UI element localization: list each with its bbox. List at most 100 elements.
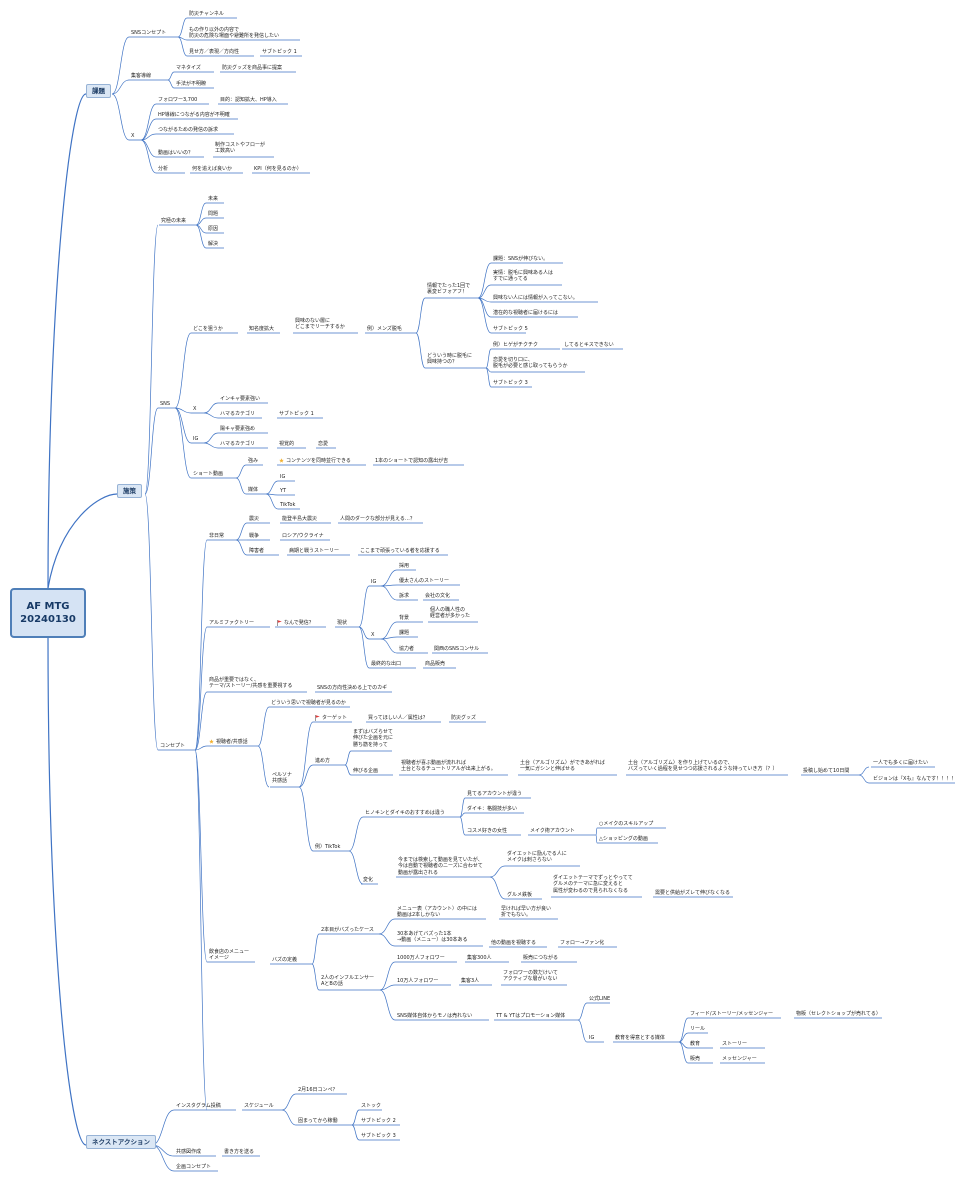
node[interactable]: ヒノキンとダイキのおすすめは違う	[365, 810, 445, 816]
node[interactable]: 媒体	[248, 487, 259, 493]
node[interactable]: 優太さんのストーリー	[399, 578, 450, 584]
node[interactable]: 恋愛を切り口に、脱毛が必要と感じ取ってもらうか	[493, 357, 568, 370]
node[interactable]: HP導線につながる内容が不明確	[158, 112, 230, 118]
node[interactable]: ショート動画	[193, 471, 224, 477]
node[interactable]: 共感図作成	[176, 1149, 202, 1155]
node[interactable]: どういう時に脱毛に興味持つの？	[427, 353, 473, 366]
node[interactable]: サブトピック 3	[361, 1133, 396, 1139]
node[interactable]: 動画はいいの？	[158, 150, 194, 156]
node[interactable]: 関西のSNSコンサル	[434, 646, 480, 652]
node[interactable]: メニュー表（アカウント）の中には動画は2本しかない	[397, 906, 478, 919]
node[interactable]: 今までは検索して動画を見ていたが、今は自動で視聴者のニーズに合わせて動画が露出さ…	[398, 857, 483, 876]
node[interactable]: もの作り以外の内容で防災の危険な場面や避難所を発信したい	[189, 27, 280, 40]
node[interactable]: 能登半島大震災	[282, 516, 318, 522]
node[interactable]: ダイエットに励んでる人にメイクは刺さらない	[507, 851, 567, 864]
node[interactable]: 協力者	[399, 646, 415, 652]
node[interactable]: 何を追えば良いか	[192, 166, 233, 172]
node[interactable]: TikTok	[280, 502, 296, 508]
node[interactable]: リール	[690, 1026, 706, 1032]
node[interactable]: どういう思いで視聴者が見るのか	[271, 700, 346, 706]
node[interactable]: コンセプト	[160, 743, 186, 749]
node[interactable]: 問題	[208, 211, 219, 217]
node[interactable]: フォロワーの数だけいてアクティブな層がいない	[503, 970, 558, 983]
node[interactable]: 一人でも多くに届けたい	[873, 760, 929, 766]
node[interactable]: 課題：SNSが伸びない。	[493, 256, 549, 262]
node[interactable]: 例）ヒゲがチクチク	[493, 342, 539, 348]
node[interactable]: コスメ好きの女性	[467, 828, 508, 834]
node[interactable]: SNSコンセプト	[131, 30, 167, 36]
node[interactable]: 見せ方／表現／方向性	[189, 49, 240, 55]
node[interactable]: ストック	[361, 1103, 382, 1109]
node[interactable]: 人間のダークな部分が見える…？	[340, 516, 415, 522]
node[interactable]: インスタグラム投稿	[176, 1103, 221, 1109]
node[interactable]: 土台（アルゴリズム）を作り上げているので、バズっていく過程を見せつつ応援されるよ…	[628, 760, 778, 773]
node[interactable]: スケジュール	[244, 1103, 274, 1109]
node[interactable]: 企画コンセプト	[176, 1164, 212, 1170]
node[interactable]: IG	[371, 579, 377, 585]
node[interactable]: 現状	[337, 620, 348, 626]
node[interactable]: フォロー→ファン化	[560, 940, 605, 946]
node[interactable]: ハマるカテゴリ	[220, 411, 256, 417]
node[interactable]: つながるための発信の訴求	[158, 127, 219, 133]
node[interactable]: 非日常	[209, 533, 225, 539]
node[interactable]: フィード/ストーリー/メッセンジャー	[690, 1011, 774, 1017]
node[interactable]: ターゲット	[315, 715, 347, 721]
node[interactable]: マネタイズ	[176, 65, 201, 71]
node[interactable]: 潜在的な視聴者に届けるには	[493, 310, 559, 316]
node[interactable]: 分析	[158, 166, 169, 172]
node[interactable]: 投稿し始めて10日間	[803, 768, 850, 774]
node[interactable]: 買ってほしい人／属性は？	[368, 715, 428, 721]
node[interactable]: ○メイクのスキルアップ	[599, 821, 654, 827]
node[interactable]: 飲食店のメニューイメージ	[209, 949, 250, 962]
node[interactable]: サブトピック 2	[361, 1118, 396, 1124]
node[interactable]: 解決	[208, 241, 219, 247]
node[interactable]: メッセンジャー	[722, 1056, 757, 1062]
node[interactable]: IG	[589, 1035, 595, 1041]
node[interactable]: 2月16日コンペ？	[298, 1087, 338, 1093]
node[interactable]: 1本のショートで認知の露出が吉	[375, 458, 449, 464]
node[interactable]: 陽キャ要素強め	[220, 426, 256, 432]
node[interactable]: 未来	[208, 196, 219, 202]
node[interactable]: まずはバズらせて伸びた企画を元に勝ち筋を持って	[353, 729, 394, 748]
node[interactable]: 公式LINE	[589, 996, 611, 1002]
node[interactable]: 訴求	[399, 593, 410, 599]
node[interactable]: 1000万人フォロワー	[397, 955, 445, 961]
node[interactable]: 商品販売	[425, 661, 446, 667]
node[interactable]: KPI（何を見るのか）	[254, 166, 302, 172]
node[interactable]: 集客300人	[467, 955, 492, 961]
node[interactable]: 興味ない人には情報が入ってこない。	[493, 295, 578, 301]
node[interactable]: サブトピック 5	[493, 326, 528, 332]
node[interactable]: ペルソナ共感話	[272, 772, 293, 785]
node[interactable]: 防災グッズ	[451, 715, 477, 721]
node[interactable]: SNS媒体自体からモノは売れない	[397, 1013, 473, 1019]
node[interactable]: アルミファクトリー	[209, 620, 254, 626]
branch-housaku[interactable]: 施策	[117, 484, 142, 498]
node[interactable]: 目的：認知拡大、HP導入	[220, 97, 277, 103]
node[interactable]: 防災グッズを商品事に提案	[222, 65, 283, 71]
node[interactable]: ハマるカテゴリ	[220, 441, 256, 447]
node[interactable]: X	[371, 632, 375, 638]
node[interactable]: 視覚的	[279, 441, 295, 447]
node[interactable]: 戦争	[249, 533, 260, 539]
node[interactable]: 情報でたった1回で裏変ビフォアフ！	[427, 283, 471, 296]
node[interactable]: どこを狙うか	[193, 326, 223, 332]
node[interactable]: 防災チャンネル	[189, 11, 224, 17]
node[interactable]: してるとキスできない	[564, 342, 614, 348]
node[interactable]: ロシア/ウクライナ	[282, 533, 324, 539]
node[interactable]: 販売につながる	[523, 955, 559, 961]
node[interactable]: 10万人フォロワー	[397, 978, 439, 984]
node[interactable]: 究極の未来	[161, 218, 187, 224]
node[interactable]: 例）メンズ脱毛	[367, 326, 402, 332]
node[interactable]: 知名度拡大	[249, 326, 275, 332]
node[interactable]: 震災	[249, 516, 260, 522]
node[interactable]: IG	[280, 474, 286, 480]
node[interactable]: 商品が重要ではなく、テーマ/ストーリー/共感を重要視する	[209, 677, 293, 690]
node[interactable]: IG	[193, 436, 199, 442]
node[interactable]: 病期と戦うストーリー	[289, 548, 340, 554]
node[interactable]: 物販（セレクトショップが売れてる）	[796, 1011, 881, 1017]
node[interactable]: 実情：脱毛に興味ある人はすでに通ってる	[493, 270, 554, 283]
node[interactable]: 集客導線	[131, 73, 152, 79]
node[interactable]: 変化	[363, 877, 374, 883]
